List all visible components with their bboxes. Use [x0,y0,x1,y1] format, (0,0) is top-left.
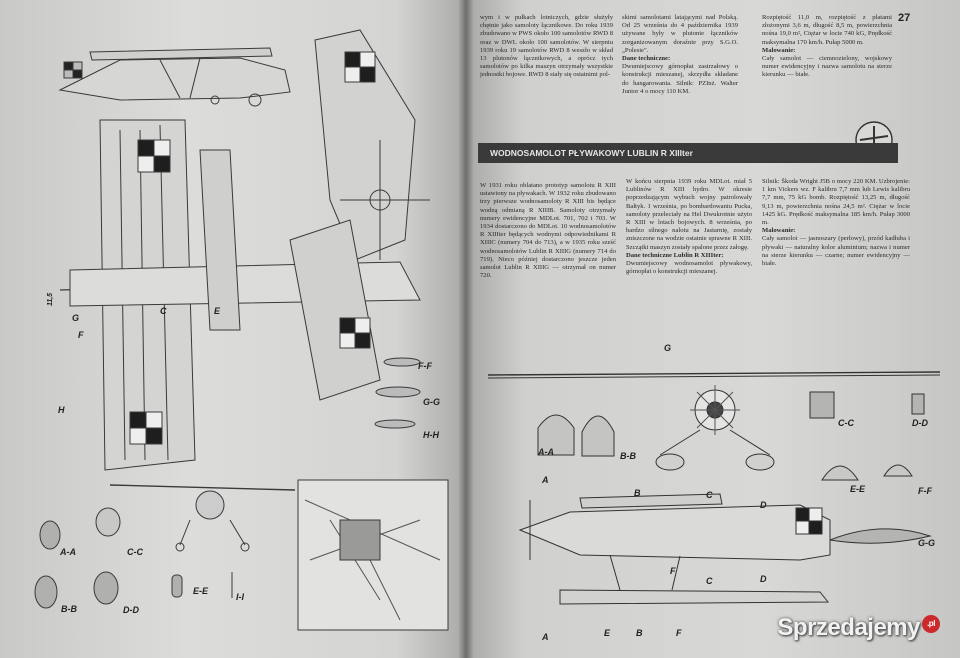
label-f-f: F-F [418,361,432,371]
top-text-column-2: skimi samolotami latającymi nad Polską. … [622,14,738,95]
label-d-d: D-D [912,418,928,428]
label-c: C [160,306,167,316]
watermark-brand: Sprzedajemy [777,614,920,641]
watermark-tld-badge: .pl [922,615,940,633]
label-c-c: C-C [838,418,854,428]
body-text-column-3: Silnik: Škoda Wright J5B o mocy 220 KM. … [762,178,910,268]
label-g-g: G-G [423,397,440,407]
section-a-a-drawing [39,520,61,550]
label-f-upper: F [670,566,676,576]
section-a-a-drawing [537,414,575,456]
label-c-c: C-C [127,547,143,557]
section-d-d-drawing [93,571,119,605]
label-d-d: D-D [123,605,139,615]
label-d-lower: D [760,574,767,584]
label-c-lower: C [706,576,713,586]
side-view-aircraft-drawing [58,47,291,107]
section-c-c-drawing [95,507,121,537]
section-f-f-drawing [883,464,913,477]
label-b-lower: B [636,628,643,638]
section-title-banner: WODNOSAMOLOT PŁYWAKOWY LUBLIN R XIIIter [478,143,898,163]
label-g-top: G [664,343,672,353]
top-text-column-3: Rozpiętość 11,0 m, rozpiętość z płatami … [762,14,892,79]
label-h: H [58,405,65,415]
label-c-upper: C [706,490,713,500]
label-a-a: A-A [60,547,76,557]
section-d-d-drawing [911,393,925,415]
label-e: E [214,306,221,316]
left-page-drawings [34,29,449,631]
label-i-i: I-I [236,592,244,602]
label-g-g: G-G [918,538,935,548]
watermark: Sprzedajemy.pl [777,614,940,642]
top-text-column-1: wym i w pułkach lotniczych, gdzie służył… [480,14,613,79]
profile-g-g-drawing [375,386,421,398]
label-g: G [72,313,80,323]
seaplane-side-view-drawing [518,493,831,605]
label-a-a: A-A [538,447,554,457]
section-e-e-drawing [821,465,859,481]
profile-h-h-drawing [374,419,416,429]
label-b-upper: B [634,488,641,498]
section-e-e-drawing [171,574,183,598]
front-view-drawing [109,484,296,552]
label-b-b: B-B [620,451,636,461]
label-f: F [78,330,84,340]
body-text-column-1: W 1931 roku oblatano prototyp samolotu R… [480,182,616,280]
label-f-f: F-F [918,486,932,496]
page-number: 27 [898,12,911,24]
body-text-column-2: W końcu sierpnia 1939 roku MDLot. miał 5… [626,178,752,276]
seaplane-front-view-drawing [487,371,941,471]
label-b-b: B-B [61,604,77,614]
section-b-b-drawing [581,415,615,457]
section-c-c-drawing [809,391,835,419]
section-g-g-drawing [828,528,932,544]
label-e-e: E-E [850,484,866,494]
left-page: F-F G-G H-H H G F C E 11,5 A-A C-C B-B D… [0,0,466,658]
label-e-e: E-E [193,586,209,596]
label-a-upper: A [542,475,549,485]
profile-f-f-drawing [383,357,421,367]
label-h-h: H-H [423,430,439,440]
label-d-upper: D [760,500,767,510]
label-a-lower: A [542,632,549,642]
plan-view-aircraft-drawing [59,119,430,471]
label-f-lower: F [676,628,682,638]
label-e: E [604,628,611,638]
section-b-b-drawing [34,575,58,609]
book-gutter [458,0,474,658]
